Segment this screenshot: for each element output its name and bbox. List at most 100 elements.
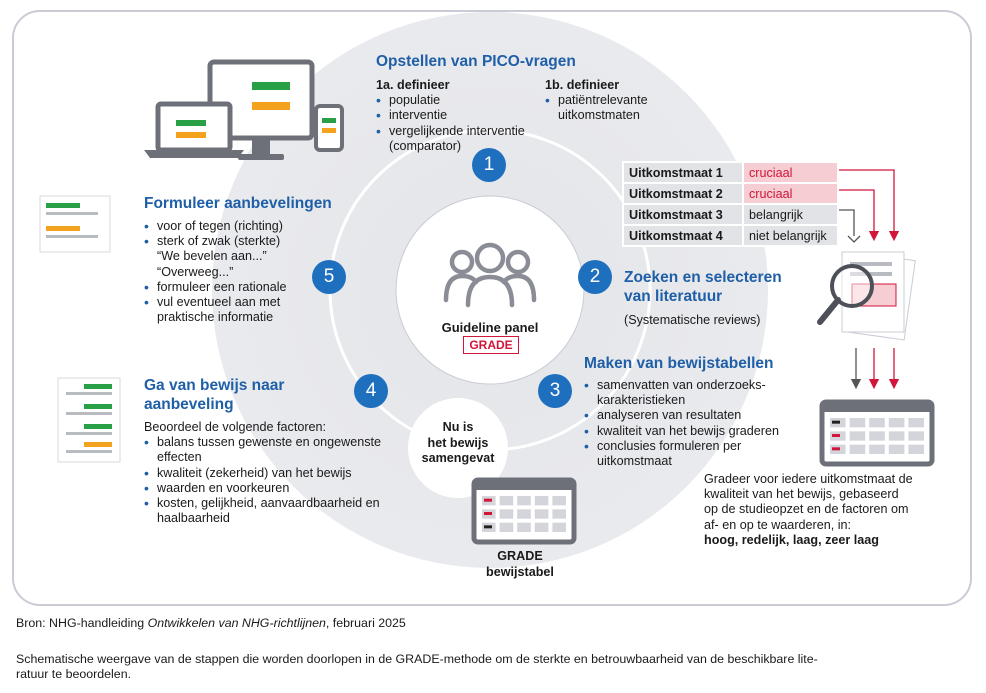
table-cell xyxy=(888,444,905,454)
step-4-item: kwaliteit (zekerheid) van het bewijs xyxy=(144,466,404,481)
table-cell xyxy=(499,509,514,519)
step-4-title-line1: Ga van bewijs naar xyxy=(144,377,285,394)
grade-note-line: op de studieopzet en de factoren om xyxy=(704,502,909,517)
step-3-item: analyseren van resultaten xyxy=(584,408,804,423)
step-2-badge: 2 xyxy=(578,260,612,294)
row-marker xyxy=(484,498,492,502)
table-cell xyxy=(908,444,924,454)
table-arrows xyxy=(850,348,900,390)
step-5-quote: “Overweeg...” xyxy=(157,264,234,279)
step-1-title: Opstellen van PICO-vragen xyxy=(376,53,576,70)
step-3-item-cont: karakteristieken xyxy=(597,393,686,408)
people-icon xyxy=(443,242,537,308)
outcome-label: Uitkomstmaat 2 xyxy=(622,182,744,205)
summary-line: het bewijs xyxy=(427,435,489,450)
grade-note-line: af- en op te waarderen, in: xyxy=(704,517,852,532)
table-cell xyxy=(849,418,866,428)
row-marker xyxy=(484,512,492,515)
step-5-item: vul eventueel aan met xyxy=(144,295,344,310)
step-4-item: waarden en voorkeuren xyxy=(144,481,404,496)
step-2-title-line2: van literatuur xyxy=(624,288,723,305)
figure-caption: Schematische weergave van de stappen die… xyxy=(16,652,976,682)
grade-note-line: Gradeer voor iedere uitkomstmaat de xyxy=(704,472,913,486)
source-note: Bron: NHG-handleiding Ontwikkelen van NH… xyxy=(16,616,406,631)
center-label: Guideline panel xyxy=(441,320,539,335)
step-1a-item: interventie xyxy=(376,108,546,123)
table-cell xyxy=(908,431,924,441)
step-4-item-cont: haalbaarheid xyxy=(157,511,230,526)
step-1a-item: populatie xyxy=(376,93,546,108)
step-4-title-line2: aanbeveling xyxy=(144,396,234,413)
table-cell xyxy=(849,444,866,454)
table-row: Uitkomstmaat 4 niet belangrijk xyxy=(622,224,839,247)
step-1-col-b: 1b. definieer patiëntrelevante uitkomstm… xyxy=(545,78,685,124)
outcome-table: Uitkomstmaat 1 cruciaal Uitkomstmaat 2 c… xyxy=(622,161,839,247)
recommendation-doc-icon xyxy=(39,195,111,253)
table-cell xyxy=(517,522,531,532)
step-3-item: conclusies formuleren per xyxy=(584,439,804,454)
step-1b-item: patiëntrelevante xyxy=(545,93,685,108)
step-5-item: voor of tegen (richting) xyxy=(144,219,344,234)
table-cell xyxy=(499,522,514,532)
table-cell xyxy=(888,431,905,441)
caption-line: bewijstabel xyxy=(486,564,554,579)
row-marker xyxy=(832,434,840,437)
summary-bubble xyxy=(408,398,508,498)
outcome-value: niet belangrijk xyxy=(742,224,839,247)
step-1a-item-cont: (comparator) xyxy=(389,138,462,153)
step-4-item-cont: effecten xyxy=(157,450,202,465)
devices-illustration xyxy=(144,59,344,160)
source-suffix: , februari 2025 xyxy=(325,616,406,630)
step-1-col-a: 1a. definieer populatie interventie verg… xyxy=(376,78,546,154)
step-1b-item-cont: uitkomstmaten xyxy=(558,108,640,123)
summary-bubble-text: Nu is het bewijs samengevat xyxy=(408,420,508,467)
table-cell xyxy=(869,431,885,441)
step-1a-item: vergelijkende interventie xyxy=(376,124,546,139)
outcome-value: belangrijk xyxy=(742,203,839,226)
table-row: Uitkomstmaat 2 cruciaal xyxy=(622,182,839,205)
outcome-label: Uitkomstmaat 3 xyxy=(622,203,744,226)
step-4-list: Beoordeel de volgende factoren: balans t… xyxy=(144,420,404,526)
table-cell xyxy=(552,509,566,519)
grade-table-caption: GRADE bewijstabel xyxy=(470,549,570,580)
source-title: Ontwikkelen van NHG-richtlijnen xyxy=(147,616,326,630)
row-marker xyxy=(832,420,840,424)
step-5-item: sterk of zwak (sterkte) xyxy=(144,234,344,249)
table-cell xyxy=(517,496,531,506)
table-cell xyxy=(534,496,549,506)
table-cell xyxy=(499,496,514,506)
summary-line: Nu is xyxy=(442,420,474,434)
table-cell xyxy=(517,509,531,519)
step-3-title: Maken van bewijstabellen xyxy=(584,355,774,372)
step-4-item: balans tussen gewenste en ongewenste xyxy=(144,435,404,450)
source-prefix: Bron: NHG-handleiding xyxy=(16,616,148,630)
table-cell xyxy=(869,444,885,454)
step-1a-heading: 1a. definieer xyxy=(376,78,450,92)
table-cell xyxy=(849,431,866,441)
outcome-label: Uitkomstmaat 4 xyxy=(622,224,744,247)
step-4-intro: Beoordeel de volgende factoren: xyxy=(144,420,327,434)
step-1b-heading: 1b. definieer xyxy=(545,78,620,92)
evidence-to-decision-doc-icon xyxy=(57,377,121,463)
summary-line: samengevat xyxy=(421,451,495,465)
caption-line: ratuur te beoordelen. xyxy=(16,667,132,681)
step-1-badge: 1 xyxy=(472,148,506,182)
table-cell xyxy=(534,522,549,532)
step-5-list: voor of tegen (richting) sterk of zwak (… xyxy=(144,219,344,325)
grade-levels: hoog, redelijk, laag, zeer laag xyxy=(704,532,879,547)
step-3-item: samenvatten van onderzoeks- xyxy=(584,378,804,393)
row-marker xyxy=(484,525,492,529)
literature-search-icon xyxy=(817,251,916,341)
row-marker xyxy=(832,447,840,451)
table-cell xyxy=(534,509,549,519)
outcome-value: cruciaal xyxy=(742,182,839,205)
caption-line: Schematische weergave van de stappen die… xyxy=(16,652,818,666)
step-3-item: kwaliteit van het bewijs graderen xyxy=(584,424,804,439)
step-3-list: samenvatten van onderzoeks- karakteristi… xyxy=(584,378,804,469)
grade-badge: GRADE xyxy=(463,336,519,354)
step-4-badge: 4 xyxy=(354,374,388,408)
grade-note-line: kwaliteit van het bewijs, gebaseerd xyxy=(704,487,899,502)
table-row: Uitkomstmaat 1 cruciaal xyxy=(622,161,839,184)
step-3-badge: 3 xyxy=(538,374,572,408)
table-cell xyxy=(888,418,905,428)
